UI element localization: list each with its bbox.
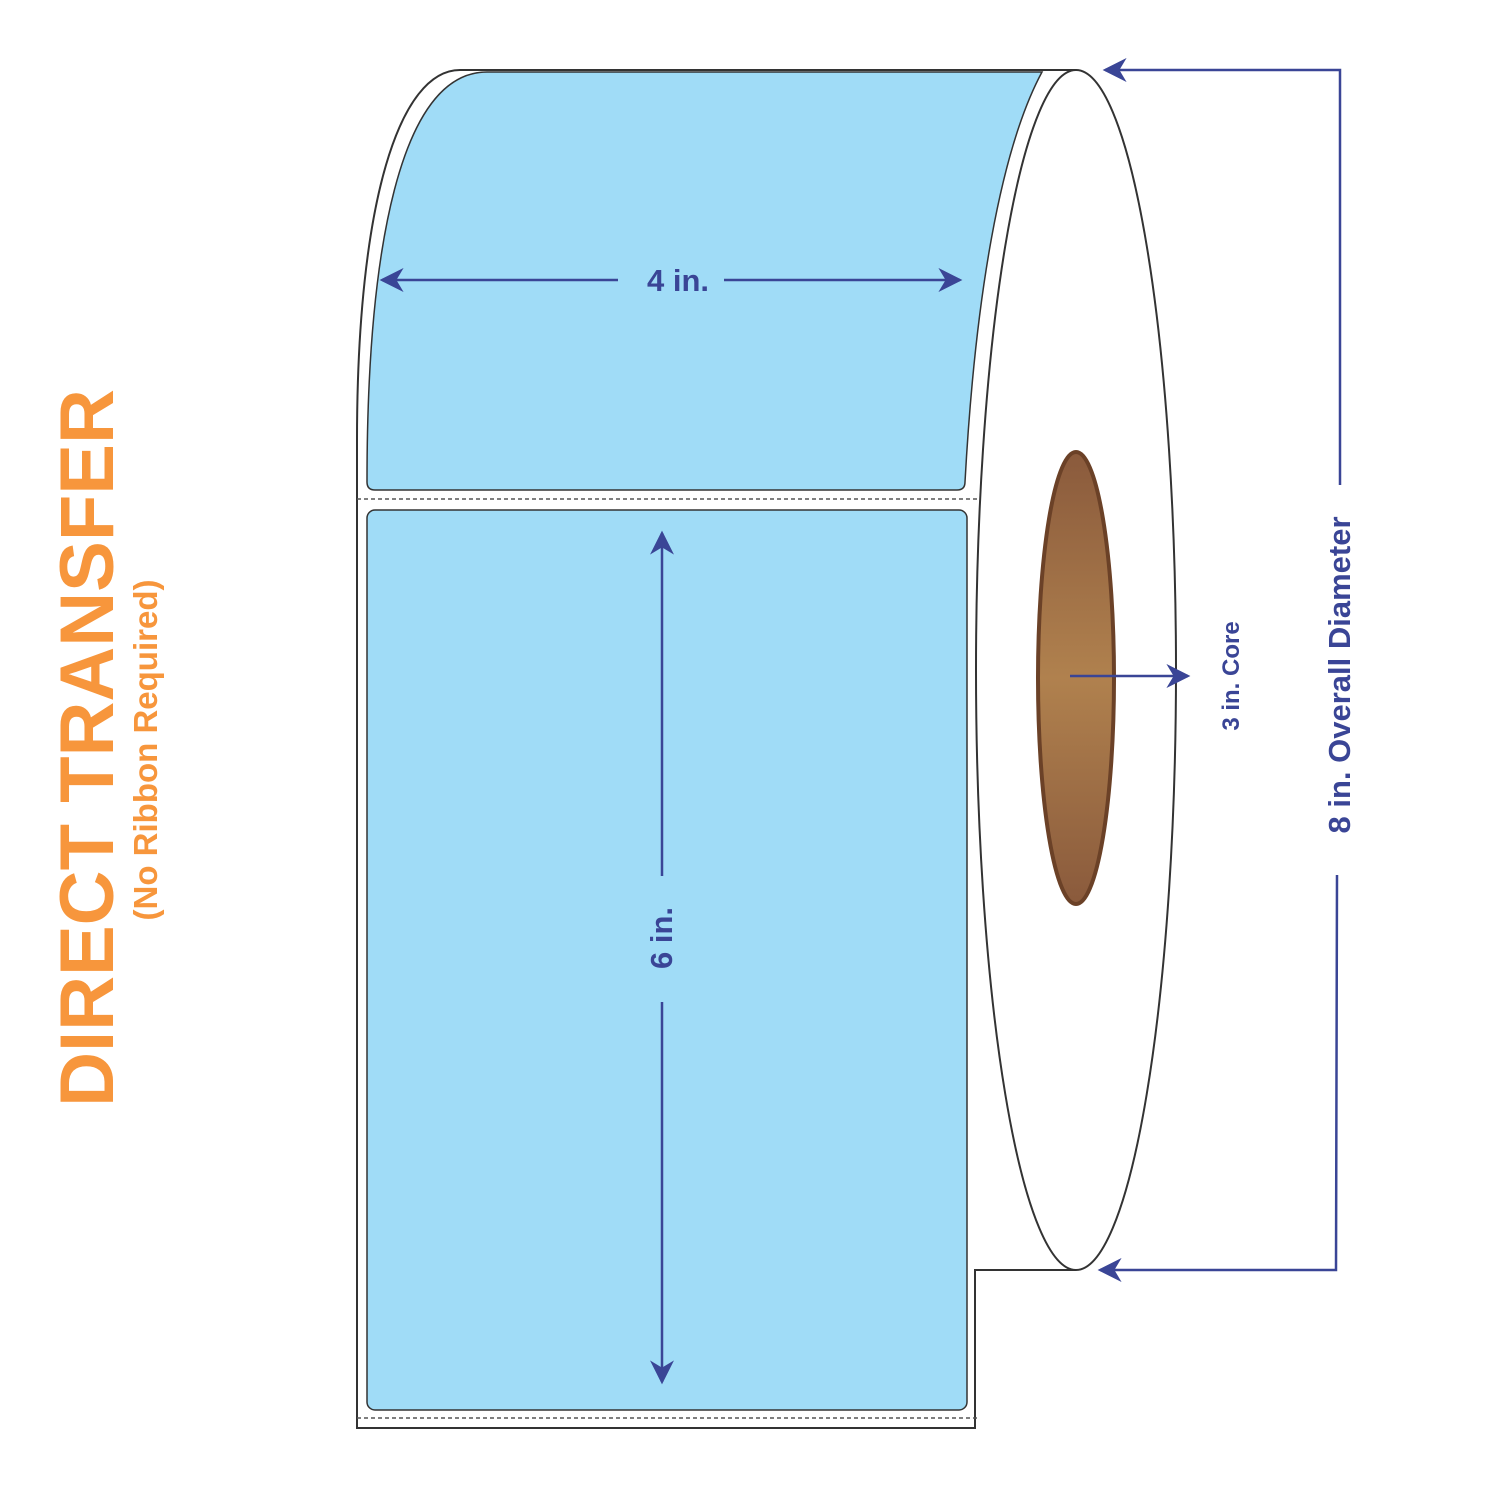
subtitle: (No Ribbon Required) [127, 580, 164, 921]
diameter-label: 8 in. Overall Diameter [1322, 516, 1357, 833]
roll [356, 69, 1177, 1429]
width-label: 4 in. [647, 263, 709, 298]
diameter-dimension: 8 in. Overall Diameter [1097, 58, 1357, 1282]
core-label: 3 in. Core [1218, 621, 1245, 730]
label-top [366, 71, 1044, 491]
width-dimension: 4 in. [379, 263, 963, 298]
core-dimension: 3 in. Core [1070, 621, 1245, 731]
label-front [366, 509, 968, 1411]
title: DIRECT TRANSFER [45, 389, 130, 1107]
height-dimension: 6 in. [644, 530, 679, 1385]
core [1036, 450, 1116, 906]
height-label: 6 in. [644, 907, 679, 969]
